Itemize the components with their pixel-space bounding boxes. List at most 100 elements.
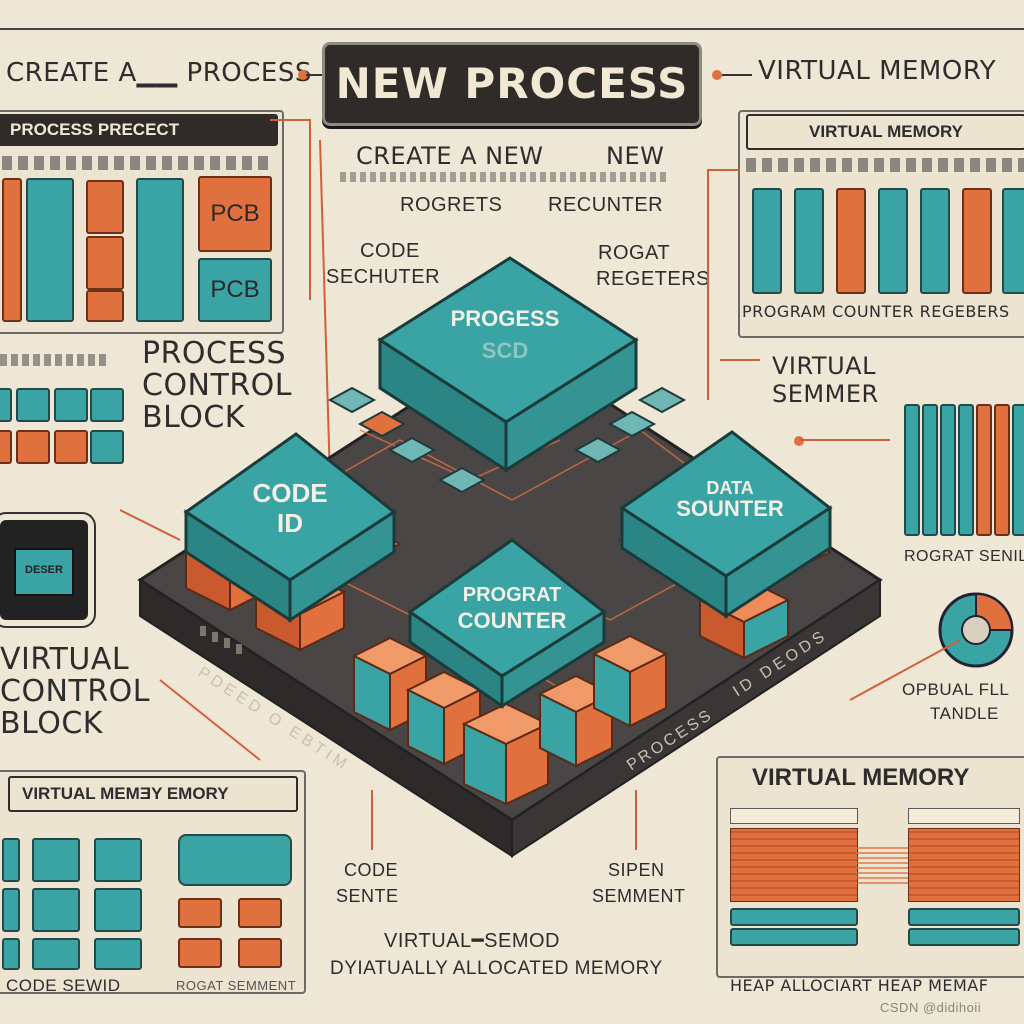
memory-bar: [922, 404, 938, 536]
connector-dot: [298, 70, 308, 80]
virtual-semod-label: VIRTUAL━SEMOD: [384, 930, 560, 952]
memory-cell: [136, 178, 184, 322]
left-block-label-2: ID: [277, 508, 303, 538]
panel-process-pcb: PROCESS PRECECT PCB PCB: [0, 110, 284, 334]
pcb-label: PCB: [210, 276, 260, 303]
pie-label-line1: OPBUAL FLL: [902, 680, 1010, 699]
header-strip: [2, 156, 272, 170]
title-plate: NEW PROCESS: [322, 42, 702, 126]
register-cell: [0, 388, 12, 422]
register-cell: [16, 388, 50, 422]
header-strip: [746, 158, 1024, 172]
memory-cell: [908, 908, 1020, 926]
memory-cell: [2, 178, 22, 322]
register-cell: [54, 430, 88, 464]
panel-header: VIRTUAL MEMORY: [746, 114, 1024, 150]
memory-cell: [32, 888, 80, 932]
memory-cell: [178, 834, 292, 886]
panel-footer-2: ROGAT SEMMENT: [176, 978, 297, 993]
watermark: CSDN @didihoii: [880, 1000, 982, 1015]
memory-cell: [962, 188, 992, 294]
register-cell: [90, 430, 124, 464]
memory-bar: [1012, 404, 1024, 536]
top-left-caption: CREATE A▁▁ PROCESS: [6, 58, 312, 88]
register-cell: [90, 388, 124, 422]
dynamic-alloc-label: DYIATUALLY ALLOCATED MEMORY: [330, 958, 663, 979]
memory-bar: [958, 404, 974, 536]
register-cell: [54, 388, 88, 422]
memory-bar: [940, 404, 956, 536]
panel-virtual-memory-left: VIRTUAL MEMƎY EMORY: [0, 770, 306, 994]
memory-cell: [920, 188, 950, 294]
pcb-title-line3: BLOCK: [142, 400, 245, 435]
panel-virtual-memory-bottom: VIRTUAL MEMORY: [716, 756, 1024, 978]
memory-cell: [178, 938, 222, 968]
connector-line: [722, 74, 752, 76]
memory-strip: [730, 808, 858, 824]
memory-cell: [1002, 188, 1024, 294]
rogat-regeters-line2: REGETERS: [596, 268, 711, 290]
center-recunter-text: RECUNTER: [548, 194, 664, 216]
memory-cell: [32, 938, 80, 970]
center-strip: [340, 172, 670, 182]
memory-cell: [730, 928, 858, 946]
pcb-title-line1: PROCESS: [142, 336, 287, 371]
register-cell: [0, 430, 12, 464]
pie-label-line2: TANDLE: [930, 704, 999, 723]
pie-gauge: [938, 592, 1014, 668]
memory-cell: [86, 236, 124, 290]
vcb-line3: BLOCK: [0, 706, 103, 741]
cpu-chip-core: DESER: [14, 548, 74, 596]
memory-cell: [836, 188, 866, 294]
page-title: NEW PROCESS: [335, 59, 689, 108]
code-sente-line2: SENTE: [336, 886, 399, 906]
connector-dot: [794, 436, 804, 446]
top-right-caption: VIRTUAL MEMORY: [758, 56, 997, 86]
connector-dot: [712, 70, 722, 80]
center-block-label-1: PROGRAT: [462, 584, 562, 606]
virtual-semmer-line2: SEMMER: [772, 380, 879, 408]
connector-line: [306, 74, 322, 76]
cpu-chip: DESER: [0, 520, 88, 620]
memory-cell: [2, 888, 20, 932]
rogat-regeters-line1: ROGAT: [598, 242, 671, 264]
code-sechuter-line2: SECHUTER: [326, 266, 441, 288]
memory-bar: [994, 404, 1010, 536]
pcb-label: PCB: [210, 200, 260, 227]
vcb-line2: CONTROL: [0, 674, 150, 709]
memory-cell: [86, 290, 124, 322]
left-block-label-1: CODE: [252, 478, 328, 508]
right-block-label-1: DATA: [706, 478, 754, 498]
pcb-title-line2: CONTROL: [142, 368, 292, 403]
memory-strip: [908, 808, 1020, 824]
memory-cell: [94, 938, 142, 970]
panel-footer: HEAP ALLOCIART HEAP MEMAF: [730, 976, 989, 995]
memory-cell: [752, 188, 782, 294]
memory-bar: [904, 404, 920, 536]
heap-link: [856, 844, 908, 884]
center-block-label-2: COUNTER: [457, 608, 567, 633]
memory-cell: [2, 938, 20, 970]
memory-cell: [26, 178, 74, 322]
sipen-semment-line1: SIPEN: [608, 860, 665, 880]
panel-footer: PROGRAM COUNTER REGEBERS: [742, 302, 1010, 321]
pcb-box: PCB: [198, 176, 272, 252]
sipen-semment-line2: SEMMENT: [592, 886, 686, 906]
panel-footer: CODE SEWID: [6, 976, 121, 995]
center-rogrets-text: ROGRETS: [400, 194, 503, 216]
virtual-semmer-line1: VIRTUAL: [772, 352, 876, 380]
memory-cell: [794, 188, 824, 294]
memory-cell: [238, 938, 282, 968]
center-create-text: CREATE A NEW: [356, 142, 544, 170]
panel-header: VIRTUAL MEMƎY EMORY: [8, 776, 298, 812]
memory-cell: [2, 838, 20, 882]
memory-cell: [178, 898, 222, 928]
register-cell: [16, 430, 50, 464]
memory-cell: [878, 188, 908, 294]
memory-cell: [86, 180, 124, 234]
right-block-label-2: SOUNTER: [676, 496, 784, 521]
top-block-label-2: SCD: [481, 338, 529, 363]
rograt-senil-caption: ROGRAT SENIL: [904, 548, 1024, 565]
code-sechuter-line1: CODE: [360, 240, 420, 262]
